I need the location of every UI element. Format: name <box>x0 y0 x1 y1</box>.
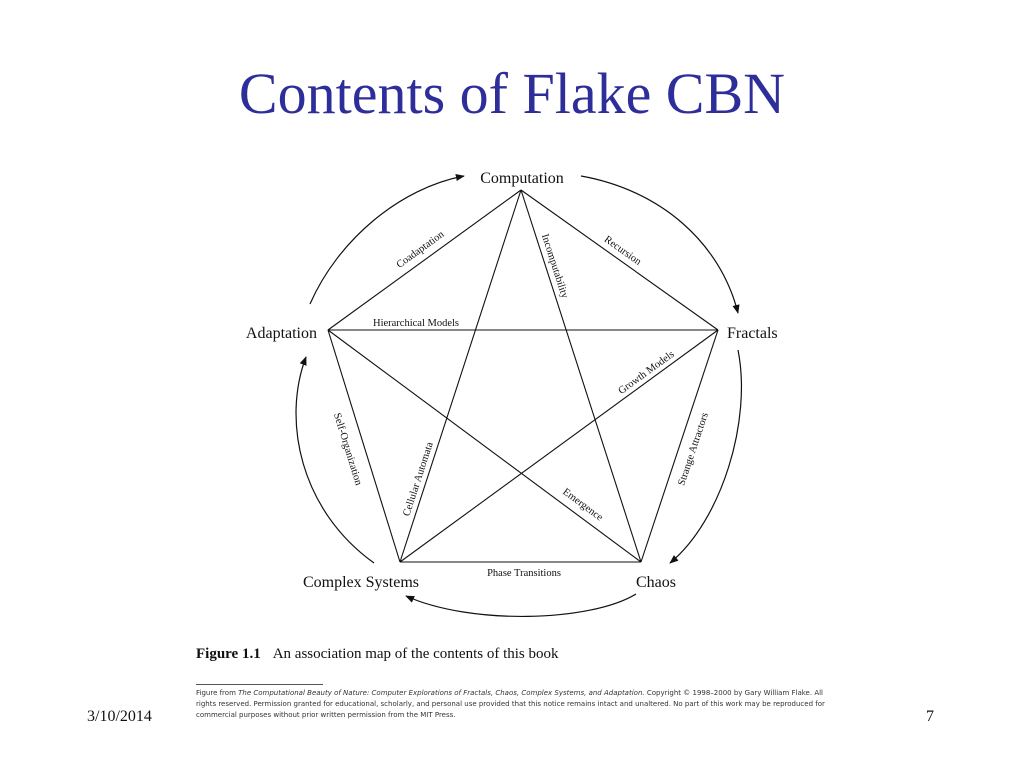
cycle-arrows <box>295 173 742 617</box>
edge-fractals-chaos <box>640 329 719 563</box>
edge-label-recursion: Recursion <box>602 234 644 268</box>
edge-adaptation-computation <box>327 189 522 331</box>
edge-label-strange-attractors: Strange Attractors <box>676 411 710 487</box>
arrow-chaos-to-complex-systems <box>405 593 637 617</box>
arrow-complex-systems-to-adaptation <box>295 356 375 564</box>
slide-title: Contents of Flake CBN <box>238 61 786 126</box>
arrow-fractals-to-chaos <box>669 349 742 564</box>
figure-caption: Figure 1.1 An association map of the cont… <box>196 646 559 663</box>
edge-label-hierarchical-models: Hierarchical Models <box>373 318 459 329</box>
edge-fractals-complex-systems <box>399 329 719 563</box>
edge-label-phase-transitions: Phase Transitions <box>487 568 561 579</box>
edge-complex-systems-adaptation <box>327 329 401 563</box>
footnote-prefix: Figure from <box>196 689 239 697</box>
footnote-rest: Copyright © 1998–2000 by Gary William Fl… <box>196 689 825 719</box>
node-computation: Computation <box>480 170 564 187</box>
pentagon-edges <box>327 189 719 563</box>
figure-caption-text: An association map of the contents of th… <box>272 646 559 662</box>
edge-label-incomputability: Incomputability <box>539 233 570 301</box>
arrow-adaptation-to-computation <box>309 173 465 305</box>
node-fractals: Fractals <box>727 325 778 342</box>
edge-label-growth-models: Growth Models <box>617 349 677 397</box>
edge-computation-chaos <box>520 189 642 563</box>
edge-label-self-organization: Self-Organization <box>331 412 364 488</box>
node-chaos: Chaos <box>636 574 676 591</box>
star-edges <box>327 189 719 563</box>
arrow-computation-to-fractals <box>580 175 740 314</box>
figure-label: Figure 1.1 <box>196 646 261 662</box>
slide-page-number: 7 <box>926 708 934 725</box>
node-complex-systems: Complex Systems <box>303 574 419 591</box>
edge-computation-complex-systems <box>399 189 522 563</box>
footnote-book-title: The Computational Beauty of Nature: Comp… <box>238 689 645 697</box>
edge-adaptation-chaos <box>327 329 642 563</box>
footnote-rule <box>196 684 323 685</box>
slide-date: 3/10/2014 <box>87 708 152 725</box>
figure-footnote: Figure from The Computational Beauty of … <box>196 688 836 721</box>
edge-computation-fractals <box>520 189 719 331</box>
node-adaptation: Adaptation <box>246 325 317 342</box>
